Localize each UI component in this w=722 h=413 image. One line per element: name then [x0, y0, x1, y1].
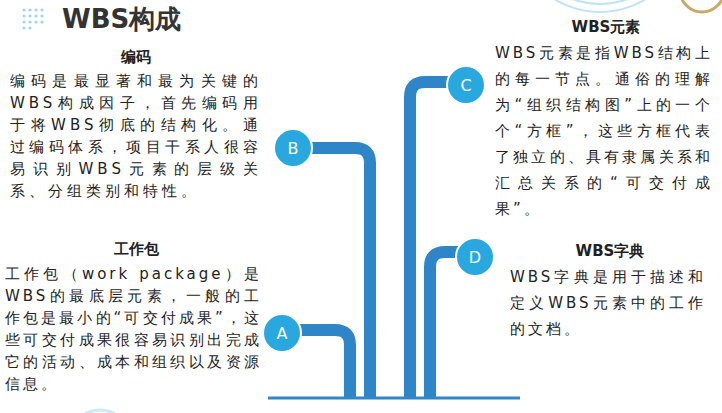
- title-icon: [22, 8, 43, 29]
- circle-letter: C: [460, 76, 471, 95]
- corner-arcs: [513, 0, 687, 12]
- letter-circle: B: [273, 128, 313, 168]
- section-body: WBS元素是指WBS结构上的每一节点。通俗的理解为“组织结构图”上的一个个“方框…: [495, 40, 713, 222]
- section-heading: 工作包: [5, 240, 267, 259]
- circle-letter: D: [469, 248, 481, 267]
- letter-circle: A: [262, 313, 302, 353]
- section-heading: 编码: [10, 48, 262, 67]
- section-heading: WBS元素: [495, 18, 717, 37]
- circle-letter: A: [277, 324, 288, 343]
- section-heading: WBS字典: [510, 242, 710, 261]
- section-body: 工作包（work package）是WBS的最底层元素，一般的工作包是最小的“可…: [5, 263, 262, 395]
- gold-arc: [680, 0, 722, 12]
- diagram-title: WBS构成: [62, 2, 181, 37]
- pipe-bars: [300, 82, 458, 398]
- section-body: WBS字典是用于描述和定义WBS元素中的工作的文档。: [510, 264, 706, 342]
- letter-circle: D: [455, 237, 495, 277]
- bottom-arc: [70, 410, 130, 413]
- letter-circle: C: [446, 65, 486, 105]
- baseline: [268, 397, 520, 400]
- circle-letter: B: [288, 139, 299, 158]
- section-body: 编码是最显著和最为关键的WBS构成因子，首先编码用于将WBS彻底的结构化。通过编…: [10, 70, 262, 202]
